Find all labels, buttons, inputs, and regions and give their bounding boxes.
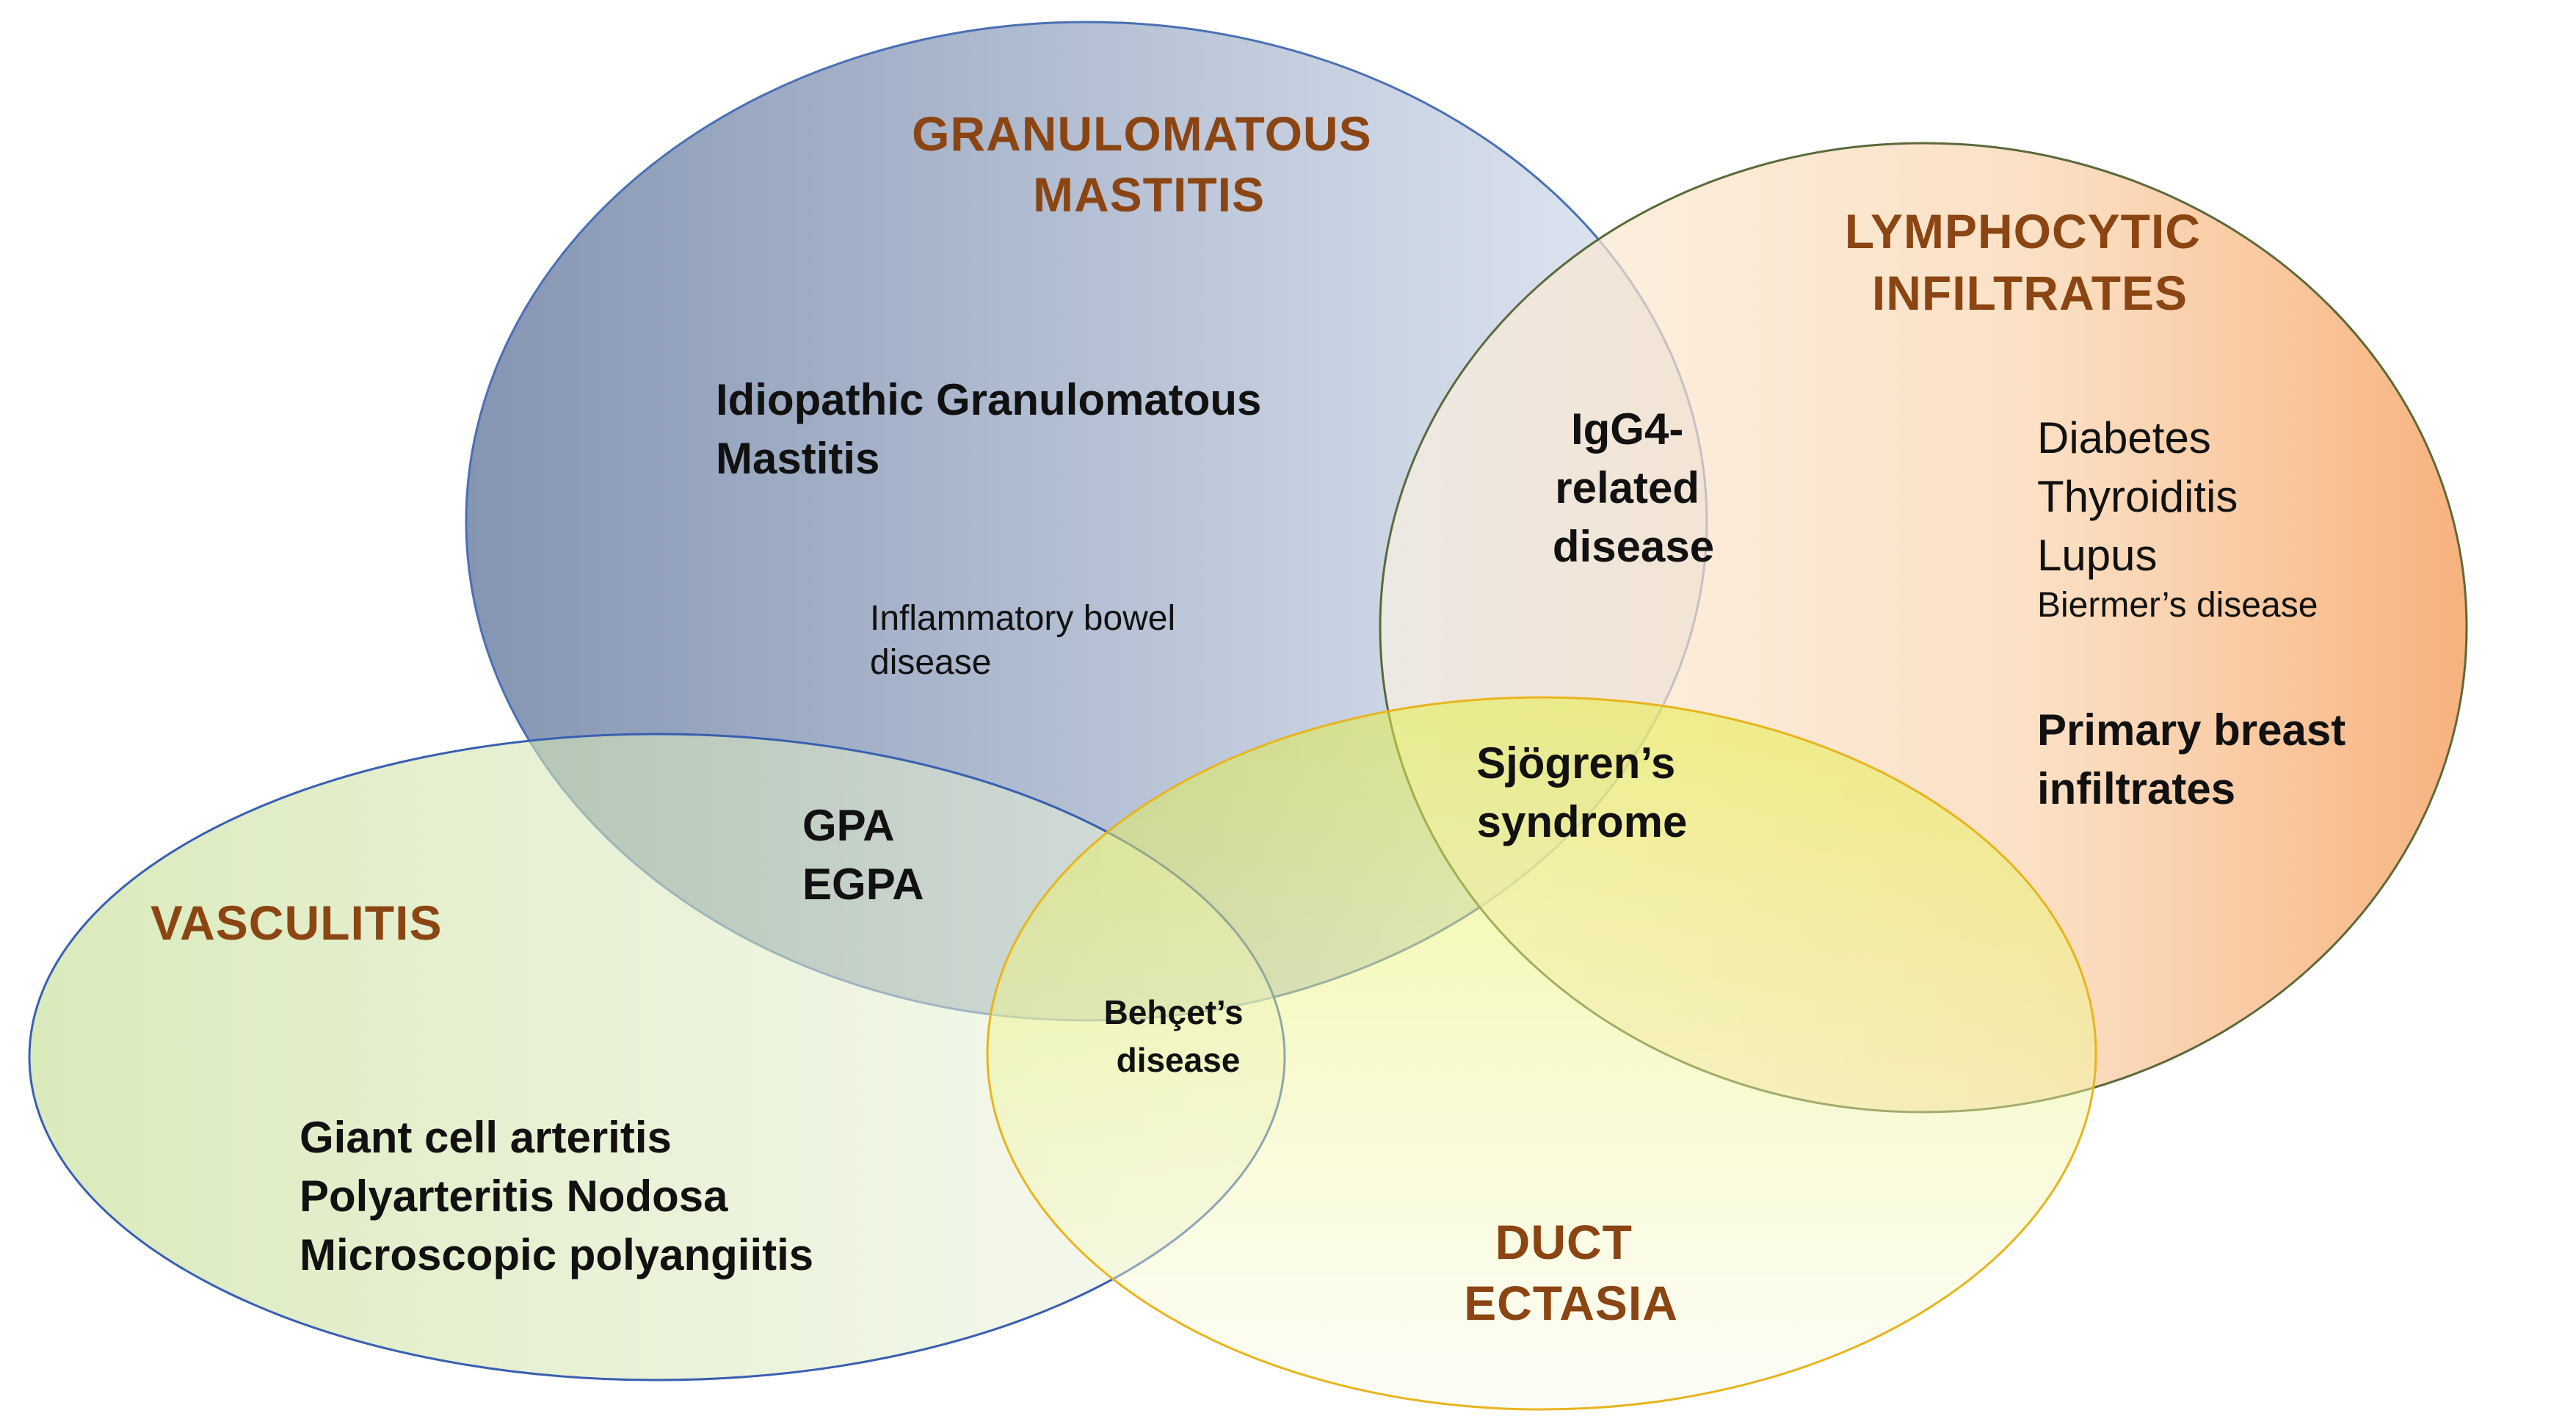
lymphocytic-title-line2: INFILTRATES: [1872, 266, 2188, 320]
ibd-line1: Inflammatory bowel: [870, 599, 1175, 638]
igg4-line3: disease: [1553, 522, 1714, 571]
microscopic-polyangiitis-label: Microscopic polyangiitis: [300, 1230, 813, 1279]
idiopathic-granulomatous-mastitis: Idiopathic Granulomatous Mastitis: [716, 375, 1274, 483]
duct-title-line2: ECTASIA: [1464, 1276, 1678, 1330]
idiopathic-line1: Idiopathic Granulomatous: [716, 375, 1261, 424]
primary-breast-line1: Primary breast: [2037, 705, 2345, 755]
primary-breast-infiltrates: Primary breast infiltrates: [2037, 705, 2358, 813]
gpa-label: GPA: [802, 801, 893, 850]
lymphocytic-title: LYMPHOCYTIC INFILTRATES: [1845, 204, 2216, 320]
lymphocytic-conditions: Diabetes Thyroiditis Lupus: [2037, 413, 2250, 580]
egpa-label: EGPA: [802, 860, 924, 909]
igg4-line1: IgG4-: [1571, 404, 1683, 454]
behcet-line1: Behçet’s: [1104, 993, 1244, 1031]
ibd-line2: disease: [870, 643, 991, 682]
sjogrens-syndrome-label: Sjögren’s syndrome: [1476, 738, 1688, 846]
giant-cell-arteritis-label: Giant cell arteritis: [300, 1113, 672, 1162]
sjogren-line2: syndrome: [1477, 797, 1688, 846]
lupus-label: Lupus: [2037, 531, 2157, 580]
igg4-related-disease-label: IgG4- related disease: [1553, 404, 1714, 571]
granulomatous-title: GRANULOMATOUS MASTITIS: [912, 106, 1386, 222]
duct-ectasia-title: DUCT ECTASIA: [1464, 1215, 1678, 1330]
granulomatous-title-line1: GRANULOMATOUS: [912, 106, 1372, 161]
lymphocytic-title-line1: LYMPHOCYTIC: [1845, 204, 2201, 258]
thyroiditis-label: Thyroiditis: [2037, 472, 2238, 521]
biermers-disease-label: Biermer’s disease: [2037, 586, 2318, 625]
idiopathic-line2: Mastitis: [716, 434, 879, 483]
vasculitis-conditions: Giant cell arteritis Polyarteritis Nodos…: [300, 1113, 813, 1279]
vasculitis-title: VASCULITIS: [150, 896, 442, 950]
granulomatous-title-line2: MASTITIS: [1033, 167, 1265, 222]
igg4-line2: related: [1555, 463, 1699, 512]
gpa-egpa-label: GPA EGPA: [802, 801, 924, 909]
inflammatory-bowel-disease: Inflammatory bowel disease: [870, 599, 1186, 682]
sjogren-line1: Sjögren’s: [1476, 738, 1675, 788]
diabetes-label: Diabetes: [2037, 413, 2211, 462]
polyarteritis-nodosa-label: Polyarteritis Nodosa: [300, 1172, 728, 1221]
behcet-line2: disease: [1117, 1041, 1241, 1079]
duct-title-line1: DUCT: [1495, 1215, 1633, 1269]
duct-ectasia-ellipse: [986, 696, 2097, 1411]
behcets-disease-label: Behçet’s disease: [1104, 993, 1253, 1079]
primary-breast-line2: infiltrates: [2037, 764, 2235, 813]
